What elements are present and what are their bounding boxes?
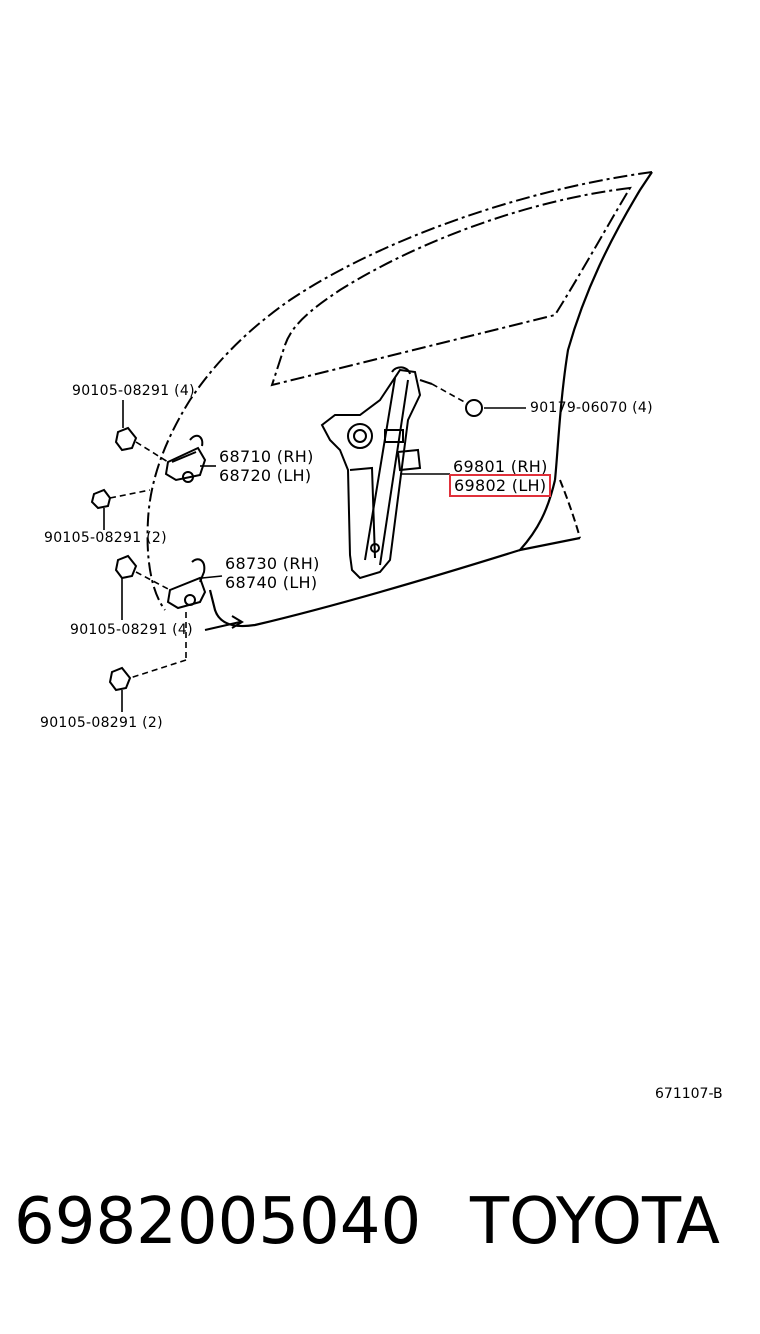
bolt-icon-3 — [114, 554, 138, 580]
callout-bolt-top-left: 90105-08291 (4) — [72, 383, 195, 399]
window-frame-outer — [553, 171, 653, 481]
callout-hinge-lower-rh: 68730 (RH) — [225, 554, 320, 573]
lower-hinge — [166, 558, 207, 610]
part-number: 6982005040 — [14, 1185, 422, 1259]
callout-bolt-mid-left: 90105-08291 (2) — [44, 530, 167, 546]
bolt-icon-4 — [108, 666, 132, 692]
callout-bolt-lower-left: 90105-08291 (4) — [70, 622, 193, 638]
callout-nut-right: 90179-06070 (4) — [530, 400, 653, 416]
nut-icon — [465, 399, 483, 417]
callout-bolt-bottom-left: 90105-08291 (2) — [40, 715, 163, 731]
callout-hinge-upper-lh: 68720 (LH) — [219, 466, 312, 485]
callout-regulator-rh: 69801 (RH) — [453, 457, 548, 476]
window-regulator — [320, 366, 433, 580]
diagram-reference-code: 671107-B — [655, 1086, 723, 1102]
callout-hinge-upper-rh: 68710 (RH) — [219, 447, 314, 466]
window-glass — [270, 186, 632, 387]
bolt-icons — [90, 399, 483, 692]
door-rear-edge — [516, 479, 581, 552]
callout-regulator-lh-highlighted[interactable]: 69802 (LH) — [448, 474, 552, 497]
door-outline — [146, 171, 653, 611]
bolt-icon-2 — [90, 488, 112, 510]
callout-hinge-lower-lh: 68740 (LH) — [225, 573, 318, 592]
brand-name: TOYOTA — [470, 1185, 720, 1259]
upper-hinge — [164, 434, 207, 483]
door-bottom-edge — [208, 548, 521, 628]
bolt-icon-1 — [114, 426, 138, 452]
